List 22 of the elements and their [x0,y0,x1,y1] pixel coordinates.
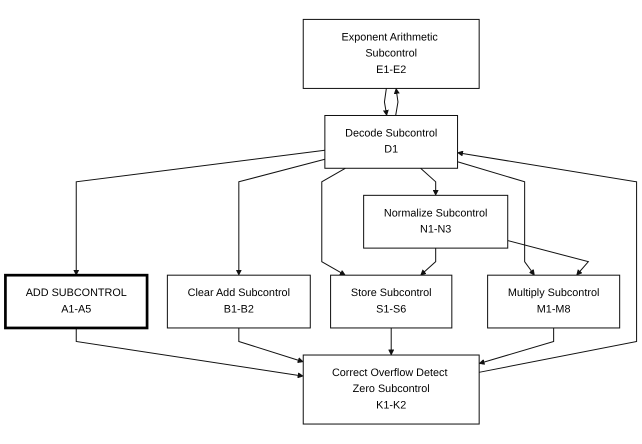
node-box [302,19,480,90]
arrow [73,150,325,276]
arrow [420,248,436,276]
node-box [166,274,311,329]
arrow [321,168,346,276]
node-box [324,115,458,170]
node-box [302,354,480,425]
node-box [363,195,508,249]
arrow [236,159,325,276]
node-box [4,274,148,330]
arrow [508,240,590,276]
arrow [478,328,554,366]
arrow [394,88,400,116]
arrow [457,150,638,374]
arrow [238,328,304,364]
node-box [487,274,620,329]
arrow [420,168,439,196]
node-box [330,274,452,329]
arrow [382,88,389,116]
arrow [388,328,394,356]
arrow [457,162,535,276]
arrow [76,328,304,378]
